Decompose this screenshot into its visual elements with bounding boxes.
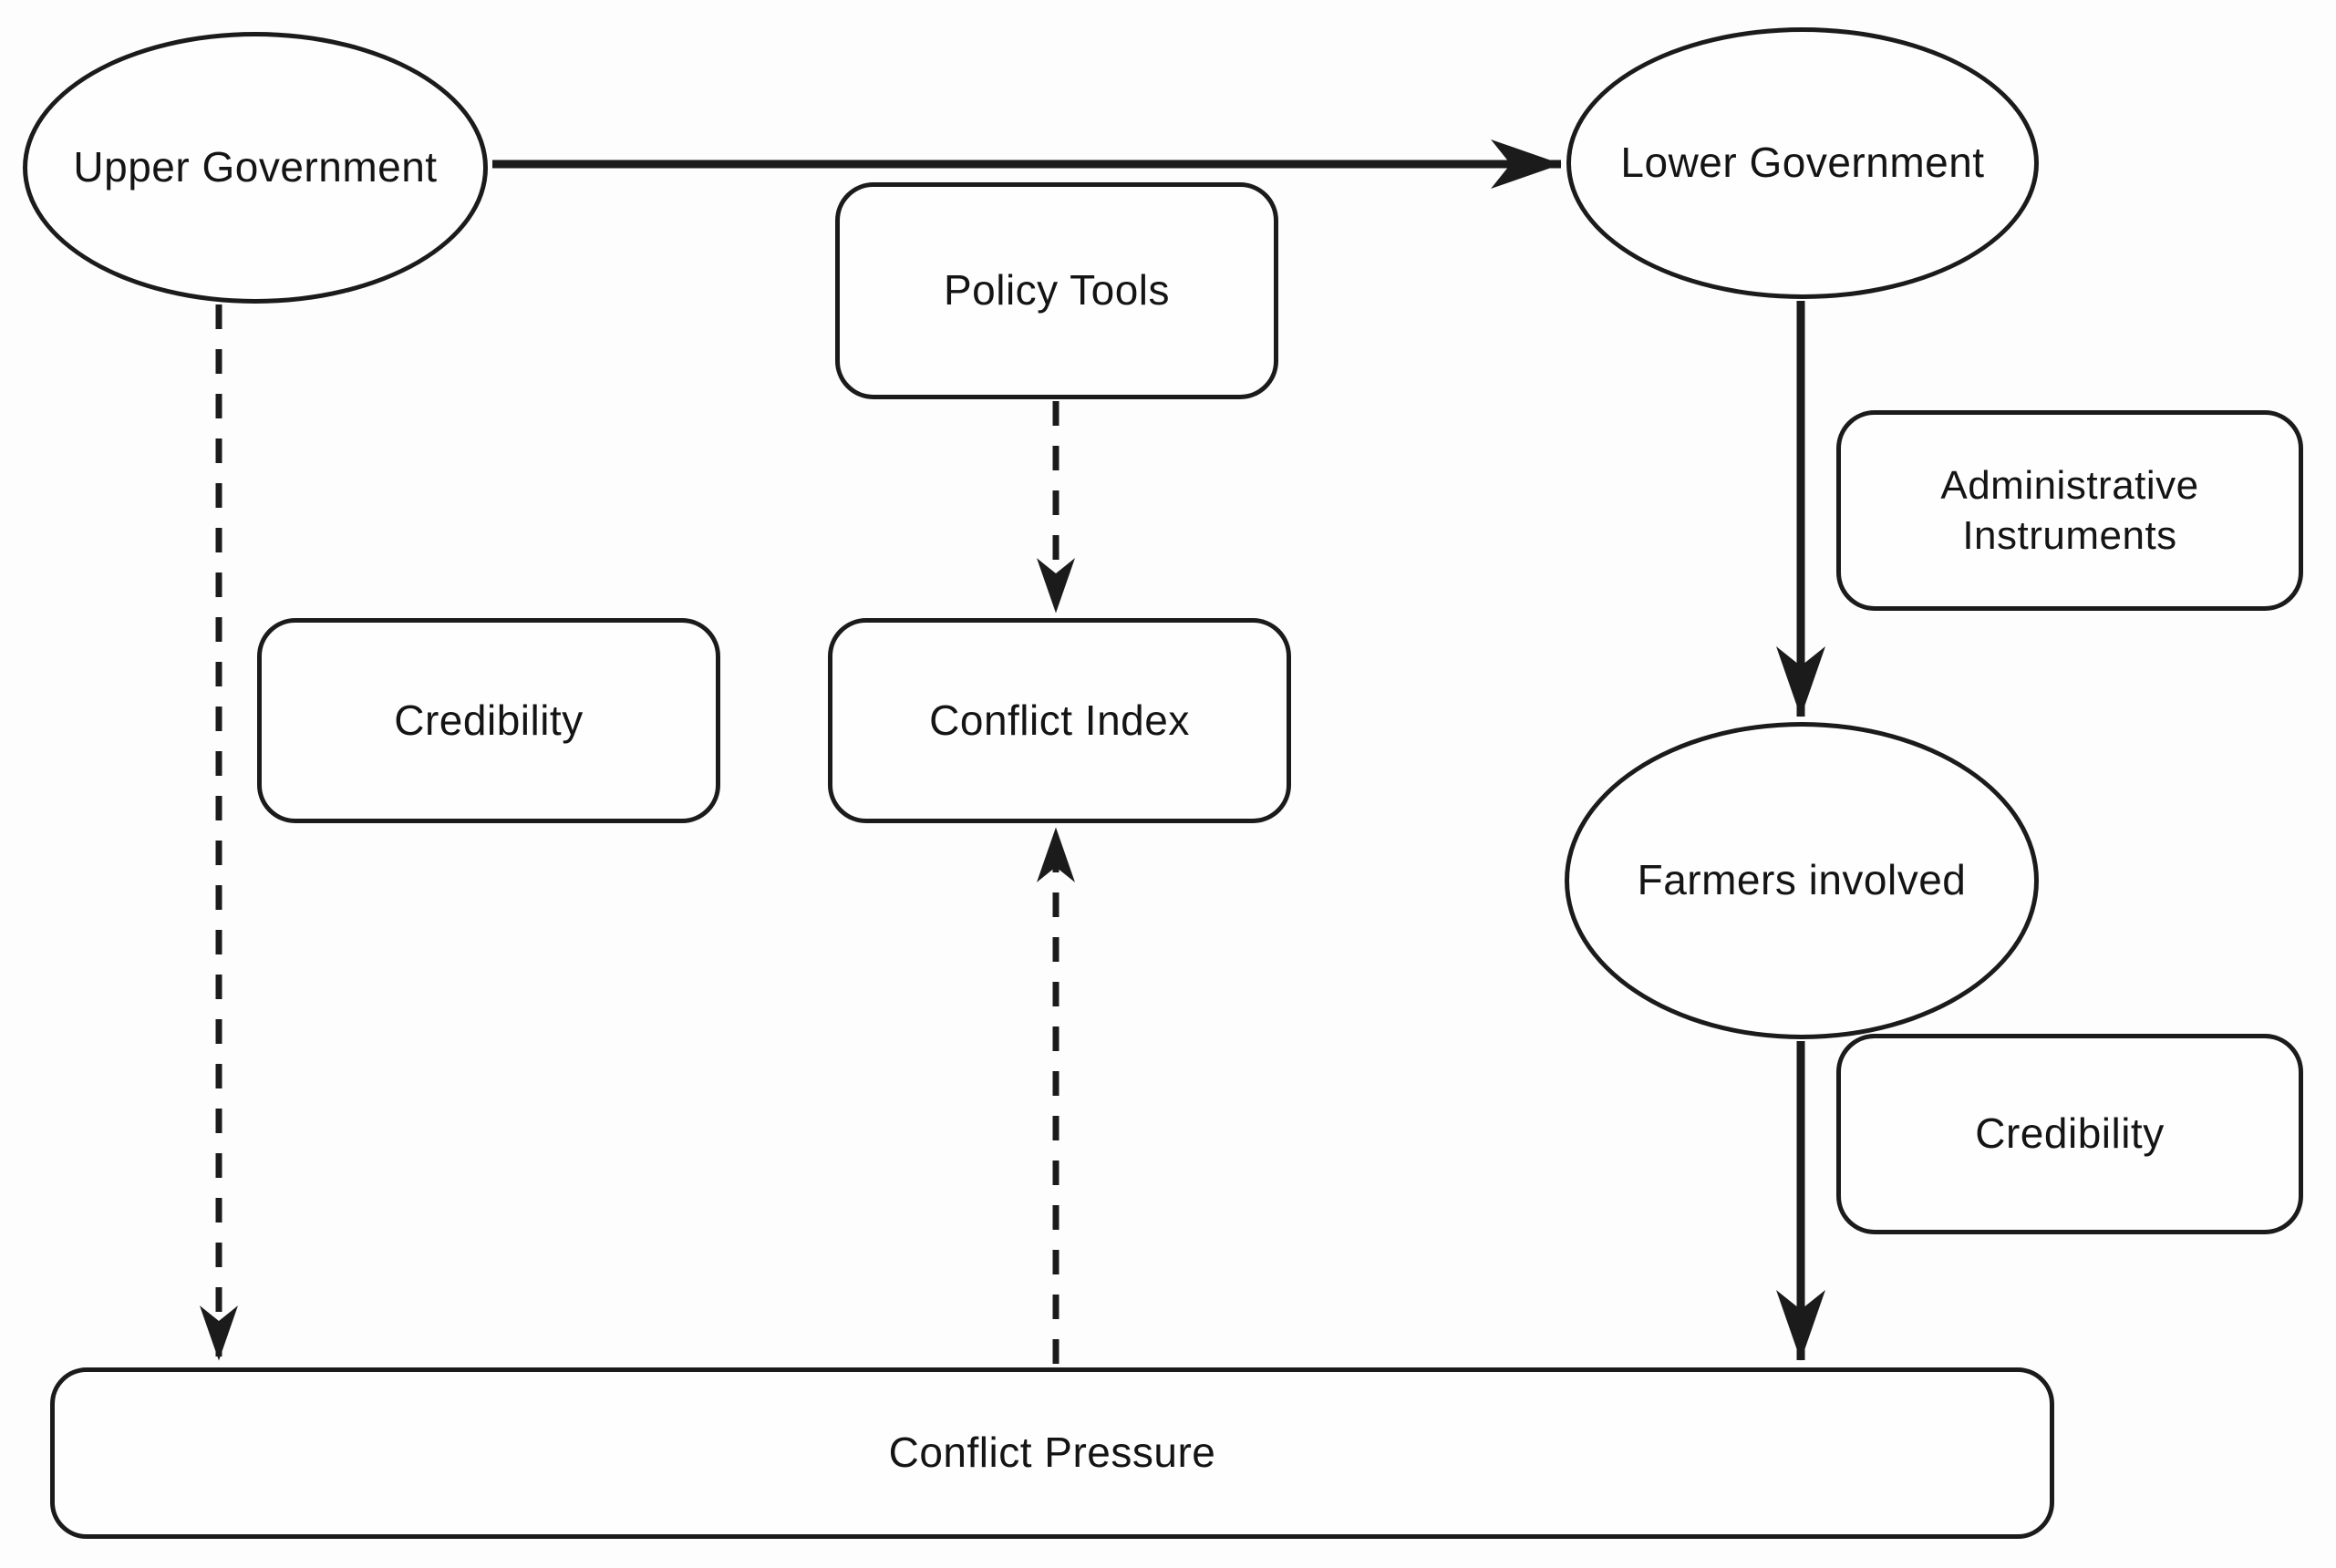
node-policy-tools-label: Policy Tools	[943, 266, 1171, 315]
node-credibility-right-label: Credibility	[1975, 1109, 2165, 1158]
node-upper-government: Upper Government	[23, 32, 488, 304]
node-policy-tools: Policy Tools	[835, 182, 1278, 399]
node-administrative-instruments: Administrative Instruments	[1836, 410, 2303, 611]
node-conflict-pressure-label: Conflict Pressure	[888, 1429, 1216, 1477]
node-farmers-involved: Farmers involved	[1565, 722, 2039, 1039]
node-lower-government-label: Lower Government	[1620, 139, 1985, 187]
node-credibility-right: Credibility	[1836, 1034, 2303, 1234]
node-credibility-left-label: Credibility	[394, 696, 584, 744]
node-conflict-index-label: Conflict Index	[929, 696, 1190, 744]
node-upper-government-label: Upper Government	[73, 143, 438, 191]
node-farmers-involved-label: Farmers involved	[1637, 856, 1967, 904]
node-lower-government: Lower Government	[1566, 27, 2039, 299]
node-credibility-left: Credibility	[257, 618, 720, 823]
node-conflict-index: Conflict Index	[828, 618, 1291, 823]
node-conflict-pressure: Conflict Pressure	[50, 1367, 2054, 1539]
node-administrative-instruments-label: Administrative Instruments	[1940, 463, 2199, 558]
